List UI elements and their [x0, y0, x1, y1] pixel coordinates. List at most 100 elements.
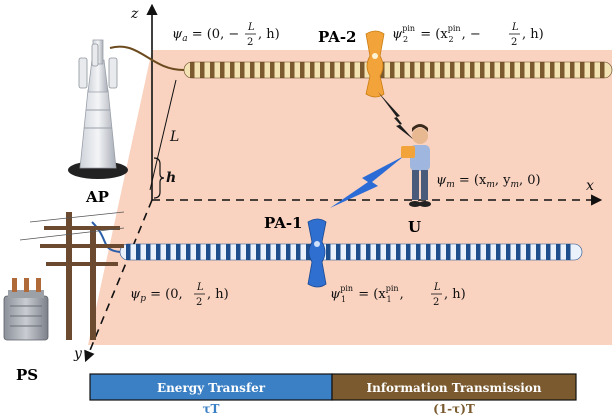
pa-1-label: PA-1	[264, 214, 303, 232]
waveguide-stripe	[220, 62, 225, 78]
waveguide-stripe	[590, 62, 595, 78]
y-axis	[84, 199, 153, 363]
waveguide-stripe	[230, 62, 235, 78]
waveguide-stripe	[126, 244, 131, 260]
waveguide-stripe	[516, 244, 521, 260]
waveguide-stripe	[400, 62, 405, 78]
waveguide-stripe	[326, 244, 331, 260]
svg-text:ψp = (0,: ψp = (0,	[130, 287, 183, 304]
waveguide-stripe	[330, 62, 335, 78]
waveguide-stripe	[470, 62, 475, 78]
waveguide-stripe	[500, 62, 505, 78]
waveguide-stripe	[546, 244, 551, 260]
waveguide-stripe	[236, 244, 241, 260]
waveguide-stripe	[600, 62, 605, 78]
waveguide-stripe	[376, 244, 381, 260]
waveguide-stripe	[386, 244, 391, 260]
waveguide-stripe	[550, 62, 555, 78]
waveguide-stripe	[240, 62, 245, 78]
waveguide-stripe	[136, 244, 141, 260]
user-device	[401, 124, 431, 207]
waveguide-stripe	[440, 62, 445, 78]
waveguide-stripe	[286, 244, 291, 260]
waveguide-stripe	[460, 62, 465, 78]
waveguide-stripe	[490, 62, 495, 78]
waveguide-stripe	[426, 244, 431, 260]
waveguide-stripe	[226, 244, 231, 260]
svg-text:, h): , h)	[522, 27, 544, 42]
waveguide-stripe	[300, 62, 305, 78]
pa-2-label: PA-2	[318, 28, 357, 46]
waveguide-stripe	[566, 244, 571, 260]
waveguide-stripe	[406, 244, 411, 260]
dimension-L-line	[149, 79, 177, 191]
pa-2-pinching-antenna	[365, 30, 385, 98]
equation-psi-p: ψp = (0, L 2 , h)	[130, 282, 229, 308]
ap-label: AP	[85, 188, 109, 206]
svg-text:, h): , h)	[258, 27, 280, 42]
timeline-energy-label: Energy Transfer	[157, 381, 266, 395]
ps-label: PS	[16, 366, 38, 384]
svg-text:ψa = (0, −: ψa = (0, −	[172, 27, 239, 44]
waveguide-stripe	[306, 244, 311, 260]
ps-power-station	[3, 211, 125, 341]
waveguide-stripe	[476, 244, 481, 260]
waveguide-2	[183, 61, 613, 79]
ap-feed-cable	[109, 45, 185, 71]
equation-psi-a: ψa = (0, − L 2 , h)	[172, 22, 280, 48]
waveguide-stripe	[280, 62, 285, 78]
svg-text:L: L	[247, 22, 255, 33]
timeline-info-segment	[331, 373, 577, 401]
waveguide-stripe	[270, 62, 275, 78]
waveguide-stripe	[530, 62, 535, 78]
waveguide-stripe	[196, 244, 201, 260]
waveguide-stripe	[466, 244, 471, 260]
y-axis-label: y	[73, 346, 83, 362]
timeline-info-time: (1-τ)T	[433, 402, 475, 416]
waveguide-stripe	[186, 244, 191, 260]
waveguide-stripe	[336, 244, 341, 260]
waveguide-stripe	[356, 244, 361, 260]
waveguide-stripe	[246, 244, 251, 260]
svg-text:2: 2	[511, 37, 517, 48]
waveguide-stripe	[436, 244, 441, 260]
waveguide-stripe	[366, 244, 371, 260]
waveguide-stripe	[146, 244, 151, 260]
waveguide-stripe	[166, 244, 171, 260]
ap-tower	[68, 39, 128, 179]
waveguide-stripe	[290, 62, 295, 78]
waveguide-stripe	[340, 62, 345, 78]
waveguide-stripe	[480, 62, 485, 78]
waveguide-stripe	[446, 244, 451, 260]
timeline-info-label: Information Transmission	[367, 381, 542, 395]
z-axis-label: z	[130, 6, 139, 22]
waveguide-stripe	[450, 62, 455, 78]
waveguide-stripe	[156, 244, 161, 260]
timeline-energy-time: τT	[202, 402, 219, 416]
waveguide-stripe	[560, 62, 565, 78]
waveguide-stripe	[296, 244, 301, 260]
waveguide-stripe	[190, 62, 195, 78]
dimension-h-label: h	[166, 170, 176, 186]
waveguide-stripe	[486, 244, 491, 260]
svg-text:ψm = (xm, ym, 0): ψm = (xm, ym, 0)	[436, 173, 541, 190]
waveguide-stripe	[396, 244, 401, 260]
waveguide-stripe	[260, 62, 265, 78]
waveguide-stripe	[536, 244, 541, 260]
equation-psi-m: ψm = (xm, ym, 0)	[436, 173, 541, 190]
signal-bolt-pa2-to-user	[378, 92, 414, 140]
user-label: U	[408, 218, 421, 236]
waveguide-stripe	[276, 244, 281, 260]
waveguide-stripe	[506, 244, 511, 260]
waveguide-stripe	[526, 244, 531, 260]
svg-text:2: 2	[433, 297, 439, 308]
svg-text:L: L	[433, 282, 441, 293]
svg-text:L: L	[196, 282, 204, 293]
waveguide-stripe	[176, 244, 181, 260]
waveguide-stripe	[346, 244, 351, 260]
waveguide-stripe	[420, 62, 425, 78]
waveguide-stripe	[496, 244, 501, 260]
